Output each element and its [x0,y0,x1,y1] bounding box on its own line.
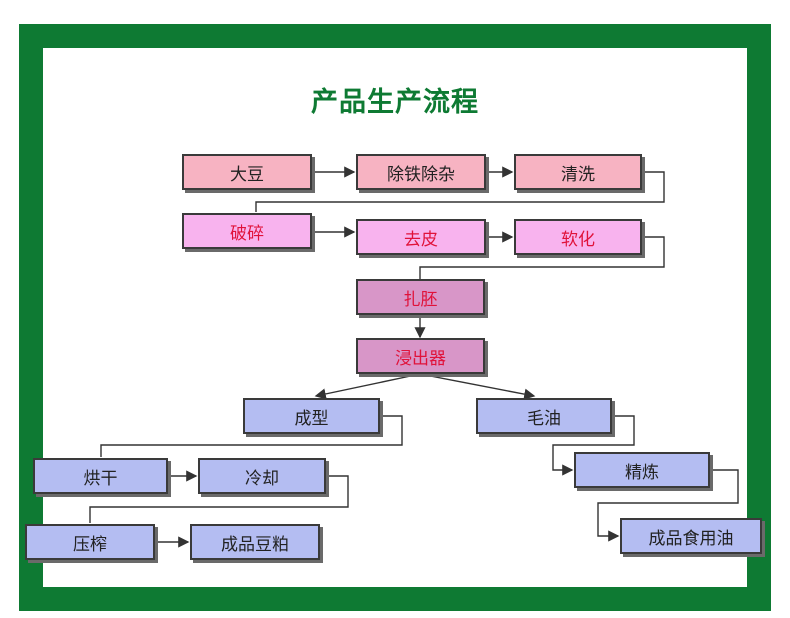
connector-chengxing-honggan [100,415,403,457]
node-maoyou: 毛油 [476,398,612,434]
node-chengxing: 成型 [243,398,380,434]
diagram-title: 产品生产流程 [311,87,479,118]
frame-border-left [19,24,43,611]
arrow-jinchuqi-chengxing [314,373,421,400]
node-chutie: 除铁除杂 [356,154,486,190]
frame-border-top [19,24,771,48]
node-qupi: 去皮 [356,219,486,255]
node-shiyongyou: 成品食用油 [620,518,762,554]
node-jinchuqi: 浸出器 [356,338,485,374]
connector-qingxi-posui [255,171,665,212]
node-lengque: 冷却 [198,458,326,494]
frame-border-bottom [19,587,771,611]
node-qingxi: 清洗 [514,154,642,190]
node-posui: 破碎 [182,213,312,249]
frame-border-right [747,24,771,611]
node-jinglian: 精炼 [574,452,710,488]
node-zhapei: 扎胚 [356,279,485,315]
connector-maoyou-jinglian [552,415,635,476]
node-yazha: 压榨 [25,524,155,560]
node-doupo: 成品豆粕 [190,524,320,560]
node-dadou: 大豆 [182,154,312,190]
node-honggan: 烘干 [33,458,168,494]
node-ruanhua: 软化 [514,219,642,255]
connector-jinglian-shiyongyou [597,469,739,542]
connector-lengque-yazha [89,475,349,523]
arrow-jinchuqi-maoyou [419,373,536,400]
connector-ruanhua-zhapei [419,236,665,279]
